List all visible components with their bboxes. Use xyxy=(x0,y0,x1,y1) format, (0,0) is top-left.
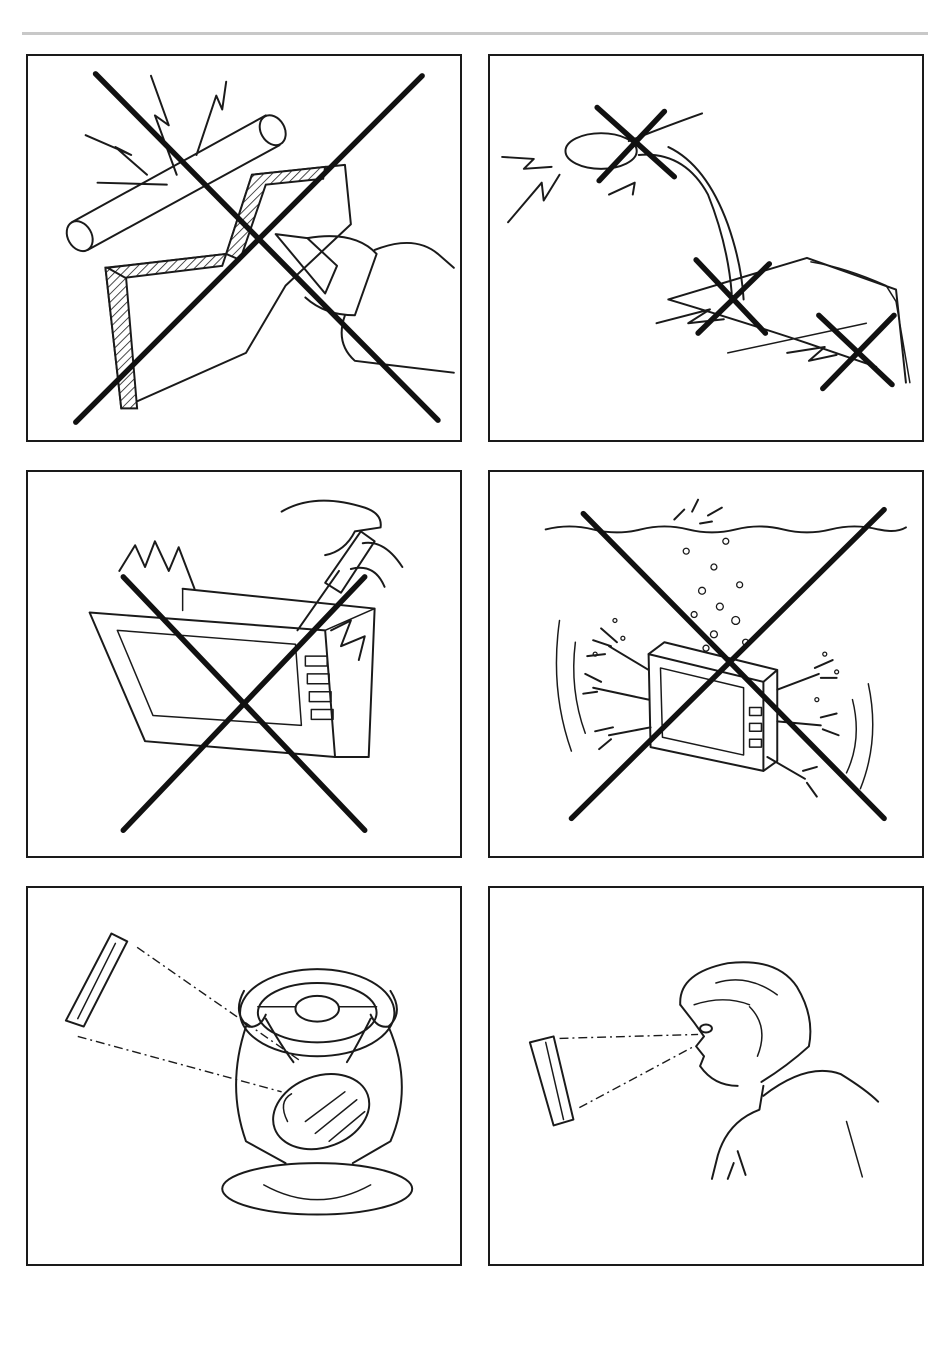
screwdriver-icon xyxy=(28,472,460,856)
panel-driver-view xyxy=(26,886,462,1266)
cable-strain-icon xyxy=(490,56,922,440)
panel-viewing-angle xyxy=(488,886,924,1266)
top-rule xyxy=(22,32,928,35)
panel-no-inserting-objects xyxy=(26,470,462,858)
water-splash-icon xyxy=(490,472,922,856)
steering-wheel-icon xyxy=(28,888,460,1264)
welding-torch-icon xyxy=(28,56,460,440)
viewing-eye-icon xyxy=(490,888,922,1264)
panel-no-cable-damage xyxy=(488,54,924,442)
panel-no-water-exposure xyxy=(488,470,924,858)
panel-no-welding xyxy=(26,54,462,442)
